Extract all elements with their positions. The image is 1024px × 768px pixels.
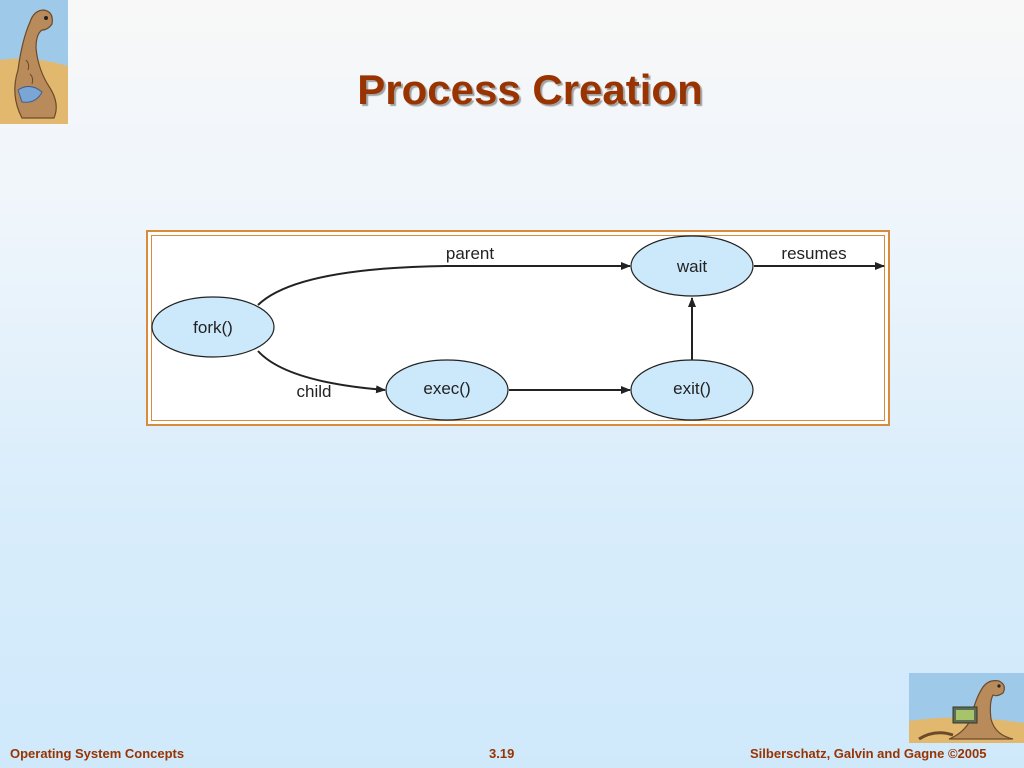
process-creation-diagram: fork() exec() wait exit() parent child r… <box>151 235 885 421</box>
node-exec-label: exec() <box>423 379 470 398</box>
edge-resumes-label: resumes <box>781 244 846 263</box>
footer-book-title: Operating System Concepts <box>10 746 185 761</box>
footer-slide-number: 3.19 <box>489 746 515 761</box>
edge-child-label: child <box>297 382 332 401</box>
dinosaur-logo-bottom <box>909 673 1024 743</box>
node-exit <box>630 359 754 421</box>
node-fork <box>151 296 275 358</box>
node-exit-label: exit() <box>673 379 711 398</box>
node-wait <box>630 235 754 297</box>
node-fork-label: fork() <box>193 318 233 337</box>
node-exec <box>385 359 509 421</box>
edge-parent-label: parent <box>446 244 494 263</box>
edge-parent <box>257 262 631 306</box>
edge-child <box>257 350 386 394</box>
footer-copyright: Silberschatz, Galvin and Gagne ©2005 <box>750 746 987 761</box>
dinosaur-logo-top <box>0 0 68 124</box>
node-wait-label: wait <box>676 257 708 276</box>
slide-title: Process Creation <box>357 66 703 114</box>
